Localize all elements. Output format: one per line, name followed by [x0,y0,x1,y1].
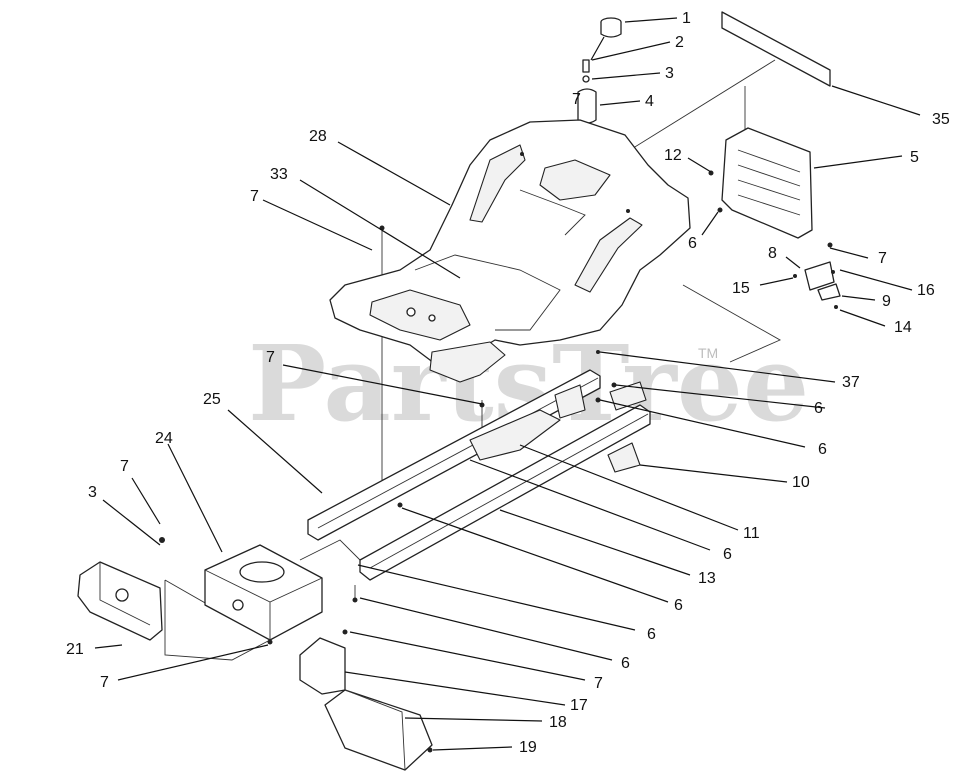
callout-3-bracket: 3 [88,484,97,501]
callout-21: 21 [66,641,84,658]
callout-6-rail-a: 6 [814,400,823,417]
callout-6-panel: 6 [688,235,697,252]
callout-4: 4 [645,93,654,110]
assembly-lines [164,59,782,661]
callout-2: 2 [675,34,684,51]
knob-assembly [577,17,622,160]
callout-6-rail-b: 6 [818,441,827,458]
rear-panel [708,127,833,248]
callout-13: 13 [698,570,716,587]
callout-6-rail-e: 6 [647,626,656,643]
callout-1: 1 [682,10,691,27]
callout-7-housing: 7 [100,674,109,691]
callout-7-guard: 7 [594,675,603,692]
latch-assembly [793,261,841,309]
callout-17: 17 [570,697,588,714]
callout-10: 10 [792,474,810,491]
callout-7-rail: 7 [266,349,275,366]
callout-7-bracket: 7 [120,458,129,475]
callout-16: 16 [917,282,935,299]
callout-14: 14 [894,319,912,336]
callout-24: 24 [155,430,173,447]
callout-6-rail-d: 6 [674,597,683,614]
callout-7-knob: 7 [572,91,581,108]
callout-6-lower: 6 [621,655,630,672]
frame-rails [307,350,651,581]
callout-18: 18 [549,714,567,731]
callout-28: 28 [309,128,327,145]
callout-7-panel: 7 [878,250,887,267]
callout-37: 37 [842,374,860,391]
front-housing [204,544,323,645]
rear-bar [721,11,831,87]
callout-19: 19 [519,739,537,756]
lower-guard [299,597,433,771]
callout-35: 35 [932,111,950,128]
callout-15: 15 [732,280,750,297]
body-fender [329,119,691,383]
callout-12: 12 [664,147,682,164]
callout-5: 5 [910,149,919,166]
callout-7-body: 7 [250,188,259,205]
callout-6-rail-c: 6 [723,546,732,563]
callout-8: 8 [768,245,777,262]
callout-3: 3 [665,65,674,82]
leader-lines [94,17,921,751]
callout-11: 11 [743,525,760,542]
watermark-trademark: TM [698,345,718,361]
front-bracket [77,537,165,641]
callout-33: 33 [270,166,288,183]
callout-9: 9 [882,293,891,310]
callout-25: 25 [203,391,221,408]
callout-labels: 1 2 3 4 35 28 5 12 33 7 6 7 8 15 16 9 14… [66,10,950,756]
